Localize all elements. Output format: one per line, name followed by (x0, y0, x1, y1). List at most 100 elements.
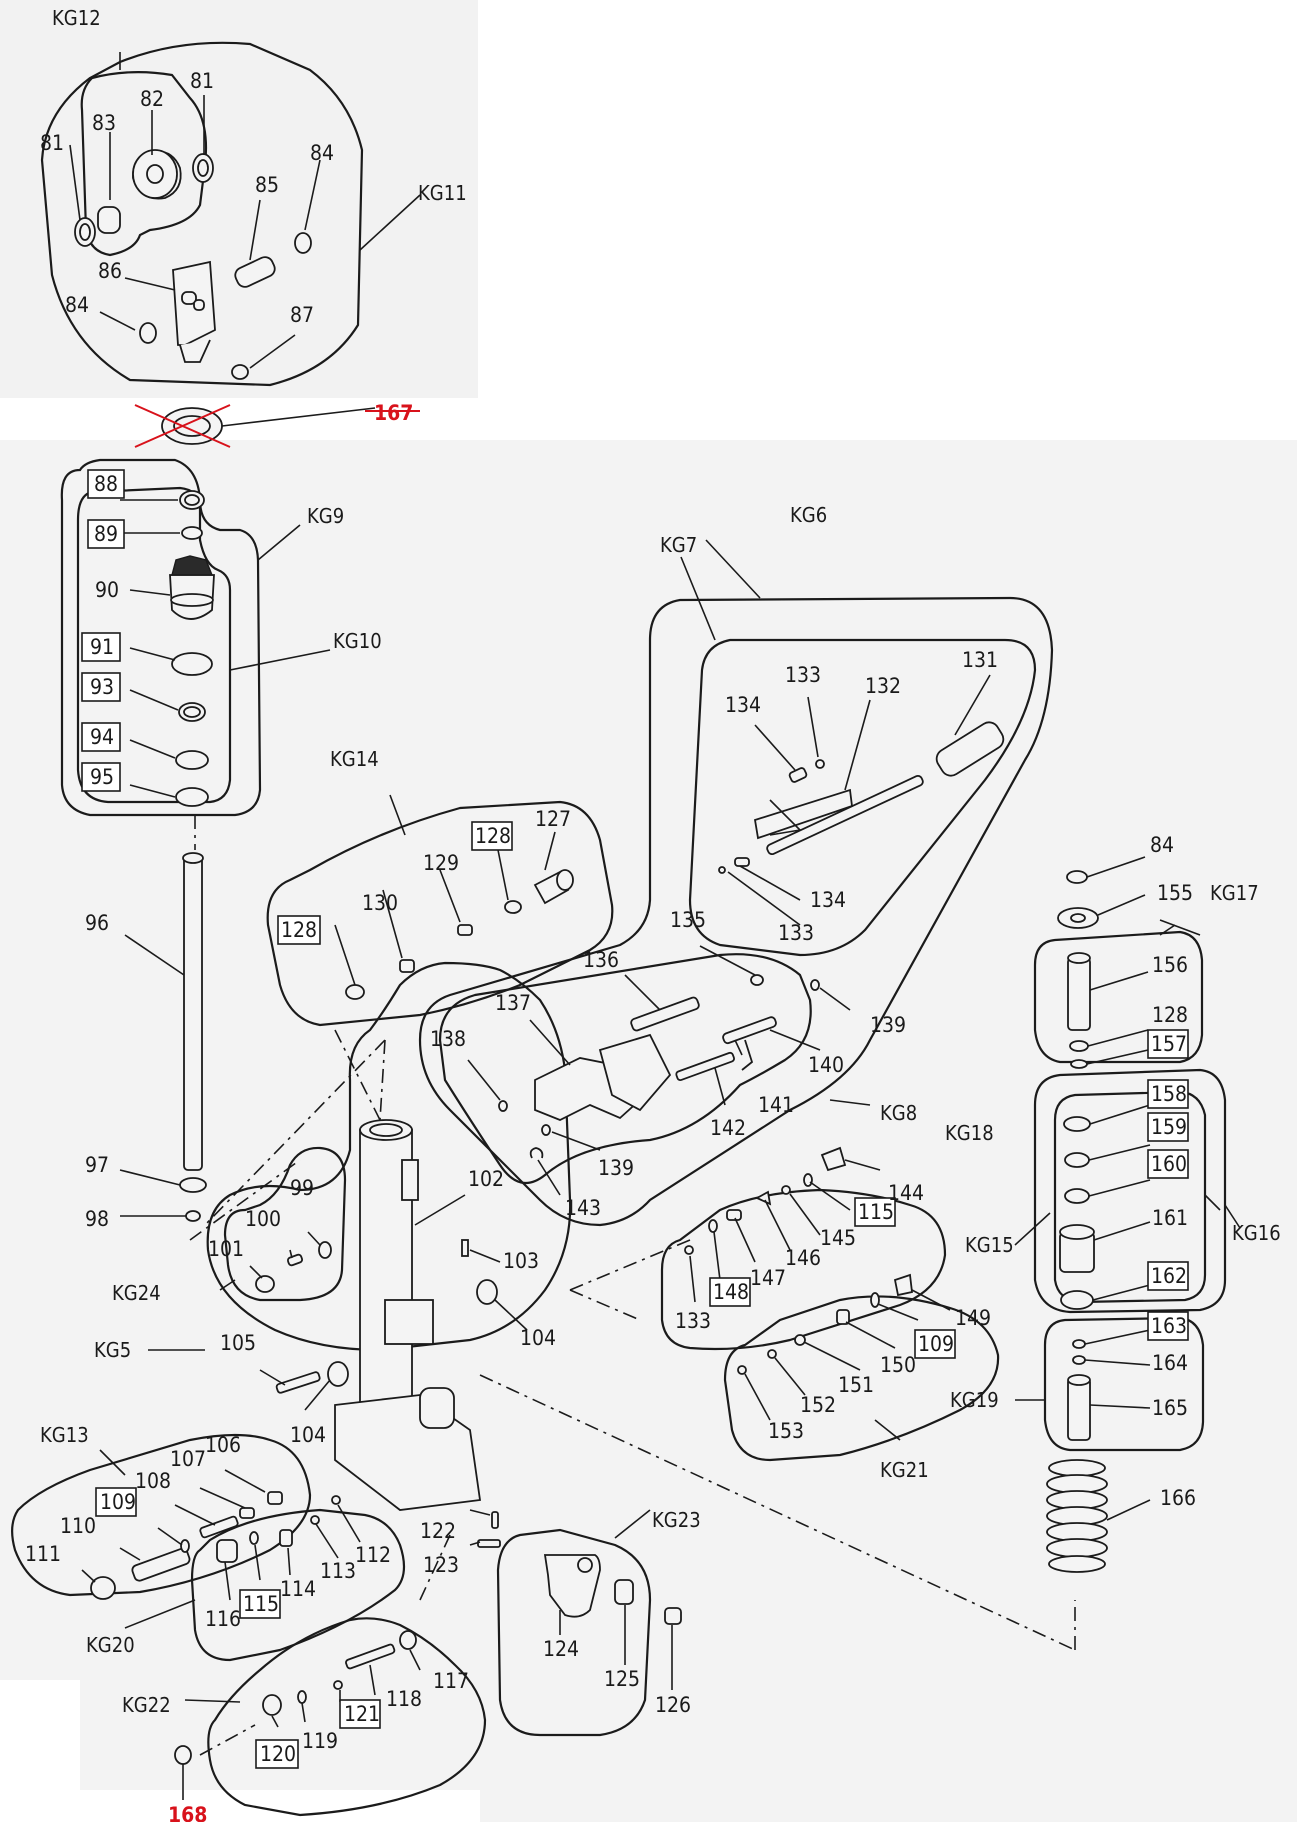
label-part-121: 121 (344, 1702, 380, 1726)
kg15-outline (1053, 1090, 1207, 1304)
label-part-115: 115 (858, 1200, 894, 1224)
label-part-166: 166 (1160, 1486, 1196, 1510)
oring-115a (803, 1173, 813, 1187)
piston-156 (1067, 957, 1091, 1031)
label-part-133: 133 (675, 1309, 711, 1333)
kg18-outline (660, 1188, 947, 1351)
label-part-118: 118 (386, 1687, 422, 1711)
ring-152 (767, 1349, 777, 1359)
ring-98 (185, 1210, 201, 1222)
top-panel-background (0, 0, 478, 398)
label-part-151: 151 (838, 1373, 874, 1397)
spring-150 (836, 1309, 850, 1325)
label-part-85: 85 (255, 173, 279, 197)
label-part-81: 81 (190, 69, 214, 93)
clip-141 (741, 1039, 754, 1071)
label-kg14: KG14 (330, 747, 379, 771)
label-part-109: 109 (100, 1490, 136, 1514)
ball-133b (718, 866, 726, 874)
oring-91 (171, 652, 213, 676)
label-part-125: 125 (604, 1667, 640, 1691)
label-part-114: 114 (280, 1577, 316, 1601)
label-part-136: 136 (583, 948, 619, 972)
ring-139b (541, 1124, 551, 1136)
label-part-163: 163 (1151, 1314, 1187, 1338)
kg19-outline (1043, 1316, 1205, 1452)
kg22-outline (207, 1617, 487, 1817)
label-part-109: 109 (918, 1332, 954, 1356)
label-part-134: 134 (725, 693, 761, 717)
leader-lines (69, 52, 1241, 1800)
label-part-81: 81 (40, 131, 64, 155)
oring-84a (294, 232, 312, 254)
label-part-158: 158 (1151, 1082, 1187, 1106)
ring-138 (498, 1100, 508, 1112)
label-part-112: 112 (355, 1543, 391, 1567)
oring-128b (504, 900, 522, 914)
label-kg24: KG24 (112, 1281, 161, 1305)
label-kg8: KG8 (880, 1101, 917, 1125)
oring-94 (175, 750, 209, 770)
ball-121 (333, 1680, 343, 1690)
label-part-142: 142 (710, 1116, 746, 1140)
kg5-outline (206, 961, 572, 1352)
label-kg16: KG16 (1232, 1221, 1281, 1245)
label-part-149: 149 (955, 1306, 991, 1330)
label-part-107: 107 (170, 1447, 206, 1471)
ball-133c (684, 1245, 694, 1255)
label-part-132: 132 (865, 674, 901, 698)
kg23-outline (496, 1528, 652, 1737)
label-part-133: 133 (785, 663, 821, 687)
fitting-110 (131, 1547, 191, 1582)
label-part-137: 137 (495, 991, 531, 1015)
label-kg15: KG15 (965, 1233, 1014, 1257)
label-part-139: 139 (870, 1013, 906, 1037)
label-part-155: 155 (1157, 881, 1193, 905)
fitting-120 (262, 1694, 282, 1716)
pin-140 (722, 1016, 777, 1045)
kg17-outline (1033, 930, 1204, 1064)
kg21-outline (723, 1295, 1000, 1462)
label-part-122: 122 (420, 1519, 456, 1543)
pin-105 (275, 1371, 321, 1394)
label-part-98: 98 (85, 1207, 109, 1231)
label-part-94: 94 (90, 725, 114, 749)
label-kg22: KG22 (122, 1693, 171, 1717)
ball-112 (331, 1495, 341, 1505)
label-part-95: 95 (90, 765, 114, 789)
label-kg7: KG7 (660, 533, 697, 557)
oring-119 (297, 1690, 307, 1704)
label-kg11: KG11 (418, 181, 467, 205)
label-part-111: 111 (25, 1542, 61, 1566)
label-part-157: 157 (1151, 1032, 1187, 1056)
pin-107 (239, 1507, 255, 1519)
label-part-113: 113 (320, 1559, 356, 1583)
label-part-160: 160 (1151, 1152, 1187, 1176)
label-part-93: 93 (90, 675, 114, 699)
label-part-165: 165 (1152, 1396, 1188, 1420)
label-part-102: 102 (468, 1167, 504, 1191)
oring-159 (1064, 1152, 1090, 1168)
screw-145 (781, 1185, 791, 1195)
label-kg21: KG21 (880, 1458, 929, 1482)
plug-101 (255, 1275, 275, 1293)
plug-168 (174, 1745, 192, 1765)
label-part-164: 164 (1152, 1351, 1188, 1375)
washer-97 (179, 1177, 207, 1193)
kg7-outline (688, 638, 1037, 957)
label-part-150: 150 (880, 1353, 916, 1377)
oring-109b (180, 1539, 190, 1553)
label-part-104: 104 (520, 1326, 556, 1350)
kg16-outline (1033, 1068, 1227, 1314)
label-part-129: 129 (423, 851, 459, 875)
label-part-116: 116 (205, 1607, 241, 1631)
pin-136 (630, 996, 700, 1032)
label-part-119: 119 (302, 1729, 338, 1753)
label-kg18: KG18 (945, 1121, 994, 1145)
label-kg9: KG9 (307, 504, 344, 528)
label-part-144: 144 (888, 1181, 924, 1205)
kg6-outline (418, 596, 1054, 1227)
nut-111 (90, 1576, 116, 1600)
screw-122 (491, 1511, 499, 1529)
